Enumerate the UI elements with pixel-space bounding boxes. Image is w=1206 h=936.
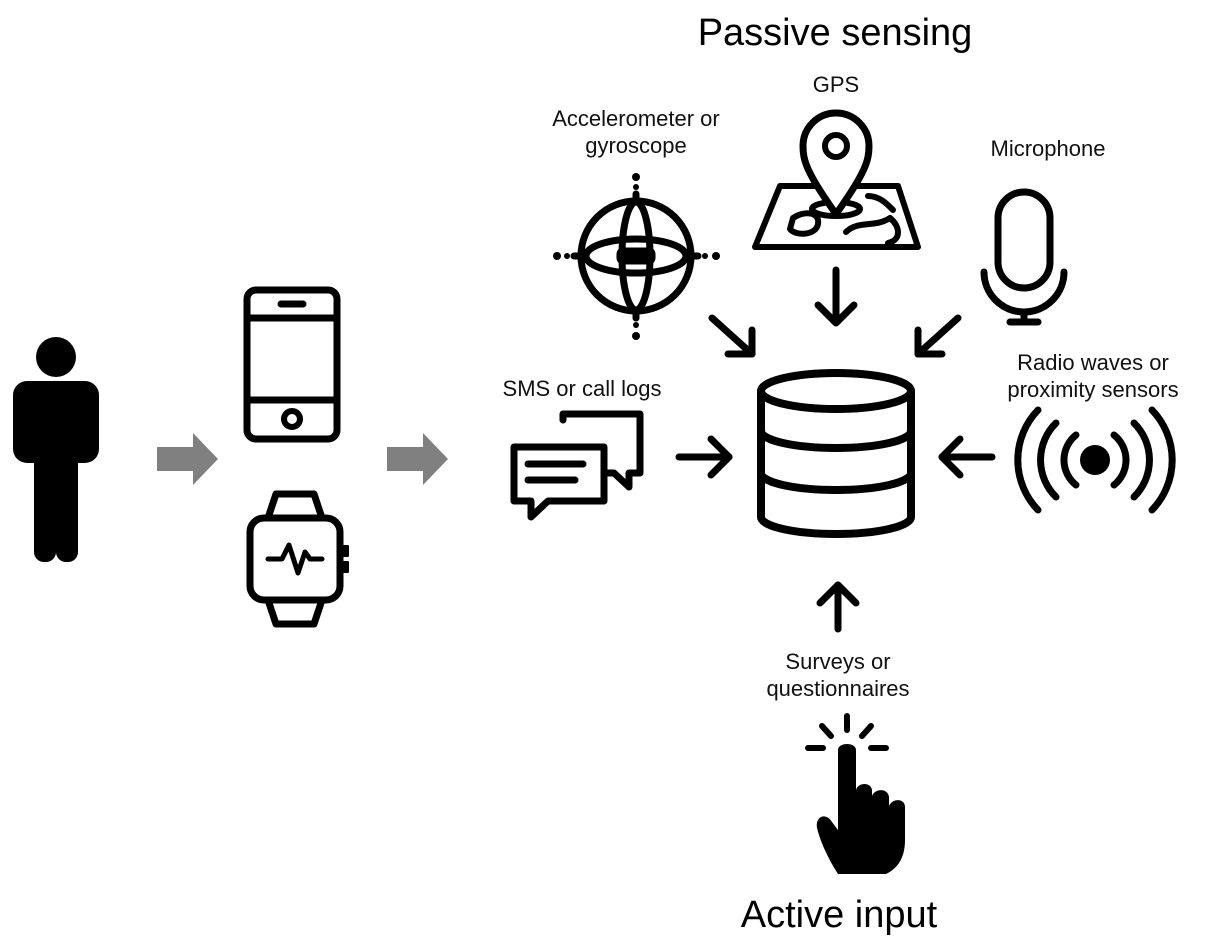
arrow-icon: [814, 266, 858, 327]
arrow-icon: [708, 314, 756, 358]
flow-arrow-icon: [157, 433, 218, 485]
flow-arrow-icon: [387, 433, 448, 485]
arrow-icon: [675, 435, 733, 479]
microphone-icon: [980, 188, 1068, 326]
active-input-heading: Active input: [740, 894, 938, 936]
accelerometer-label: Accelerometer or gyroscope: [552, 106, 720, 158]
passive-sensing-heading: Passive sensing: [697, 12, 973, 54]
person-icon: [13, 337, 99, 562]
microphone-label: Microphone: [990, 136, 1106, 161]
arrow-icon: [914, 314, 962, 358]
gps-label: GPS: [812, 72, 860, 97]
tap-finger-icon: [805, 713, 905, 874]
smartwatch-icon: [246, 490, 349, 628]
gyroscope-icon: [570, 190, 702, 322]
surveys-label: Surveys or questionnaires: [766, 649, 910, 701]
smartphone-icon: [243, 286, 341, 443]
gyroscope-dots-icon: [553, 173, 720, 340]
map-pin-head-icon: [799, 109, 873, 218]
arrow-icon: [938, 435, 996, 479]
chat-bubbles-icon: [510, 410, 644, 521]
arrow-icon: [816, 581, 860, 633]
broadcast-signal-icon: [1014, 406, 1176, 514]
sms-label: SMS or call logs: [502, 376, 662, 401]
database-icon: [757, 369, 915, 538]
radio-label: Radio waves or proximity sensors: [1007, 350, 1179, 402]
